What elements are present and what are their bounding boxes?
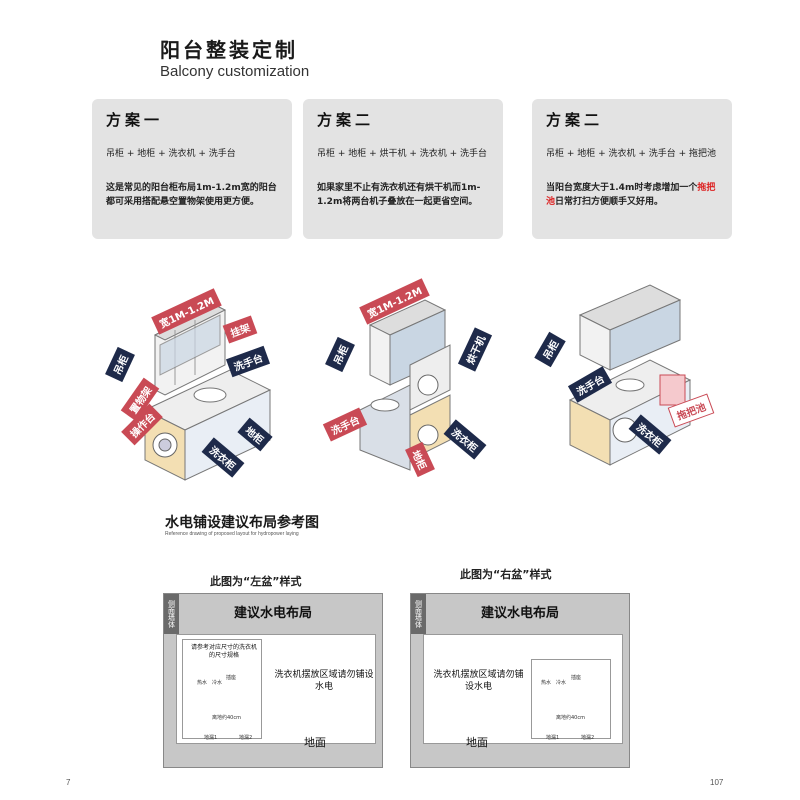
- no-utility-zone: 洗衣机摆放区域请勿铺设水电: [433, 670, 524, 692]
- socket-label: 插座: [571, 675, 582, 681]
- plan-formula: 吊柜 + 地柜 + 洗衣机 + 洗手台: [106, 149, 236, 159]
- drain-2-label: 地漏2: [239, 735, 253, 741]
- plan-formula: 吊柜 + 地柜 + 烘干机 + 洗衣机 + 洗手台: [317, 149, 488, 159]
- page-number-right: 107: [710, 778, 724, 787]
- wall-title: 建议水电布局: [233, 606, 312, 621]
- page-title-en: Balcony customization: [160, 63, 310, 80]
- washer-area-frame: [182, 639, 262, 739]
- washer-area-frame: [531, 659, 611, 739]
- illustration-plan-3: 吊柜 洗手台 拖把池 洗衣柜: [534, 270, 720, 490]
- drain-1-label: 地漏1: [546, 735, 560, 741]
- plan-card-2: 方案二 吊柜 + 地柜 + 烘干机 + 洗衣机 + 洗手台 如果家里不止有洗衣机…: [303, 99, 503, 239]
- plan-description: 这是常见的阳台柜布局1m-1.2m宽的阳台都可采用搭配悬空置物架使用更方便。: [106, 183, 277, 207]
- plan-description: 如果家里不止有洗衣机还有烘干机而1m-1.2m将两台机子叠放在一起更省空间。: [317, 183, 481, 207]
- page-title-cn: 阳台整装定制: [160, 38, 298, 62]
- cabinet-illustration: [568, 284, 692, 466]
- hot-water-label: 热水: [197, 680, 208, 686]
- no-utility-zone: 洗衣机摆放区域请勿铺设水电: [274, 670, 374, 692]
- page-number-left: 7: [66, 778, 71, 787]
- wall-diagram-right: 侧面墙体 建议水电布局 热水 冷水 插座 离地约40cm 地漏1 地漏2 洗衣机…: [410, 593, 630, 768]
- section-title: 水电铺设建议布局参考图: [165, 515, 319, 531]
- cabinet-illustration: [143, 304, 272, 481]
- drain-1-label: 地漏1: [204, 735, 218, 741]
- socket-label: 插座: [226, 675, 237, 681]
- diagram-caption: 此图为“左盆”样式: [210, 575, 302, 588]
- plan-title: 方案一: [106, 111, 164, 129]
- floor-label: 地面: [304, 736, 326, 749]
- wall-diagram-left: 侧面墙体 建议水电布局 请参考对应尺寸的洗衣机的尺寸规格 热水 冷水 插座 离地…: [163, 593, 383, 768]
- cold-water-label: 冷水: [556, 680, 567, 686]
- illustration-plan-2: 宽1M-1.2M 吊柜 烘干机 洗手台 洗衣柜 地柜: [320, 270, 510, 490]
- floor-label: 地面: [466, 736, 488, 749]
- plan-card-3: 方案二 吊柜 + 地柜 + 洗衣机 + 洗手台 + 拖把池 当阳台宽度大于1.4…: [532, 99, 732, 239]
- height-label: 离地约40cm: [212, 715, 241, 721]
- side-wall-label: 侧面墙体: [164, 594, 179, 634]
- plan-formula: 吊柜 + 地柜 + 洗衣机 + 洗手台 + 拖把池: [546, 149, 717, 159]
- plan-title: 方案二: [317, 111, 375, 129]
- section-subtitle: Reference drawing of proposed layout for…: [165, 531, 299, 537]
- size-note: 请参考对应尺寸的洗衣机的尺寸规格: [190, 644, 257, 659]
- plan-description: 当阳台宽度大于1.4m时考虑增加一个拖把池日常打扫方便顺手又好用。: [546, 183, 716, 207]
- illustration-plan-1: 宽1M-1.2M 吊柜 挂架 洗手台 置物架 操作台 地柜 洗衣柜: [100, 270, 290, 490]
- wall-title: 建议水电布局: [480, 606, 559, 621]
- cabinet-illustration: [359, 299, 451, 471]
- cold-water-label: 冷水: [212, 680, 223, 686]
- height-label: 离地约40cm: [556, 715, 585, 721]
- diagram-caption: 此图为“右盆”样式: [460, 568, 552, 581]
- hot-water-label: 热水: [541, 680, 552, 686]
- drain-2-label: 地漏2: [581, 735, 595, 741]
- plan-card-1: 方案一 吊柜 + 地柜 + 洗衣机 + 洗手台 这是常见的阳台柜布局1m-1.2…: [92, 99, 292, 239]
- plan-title: 方案二: [546, 111, 604, 129]
- side-wall-label: 侧面墙体: [411, 594, 426, 634]
